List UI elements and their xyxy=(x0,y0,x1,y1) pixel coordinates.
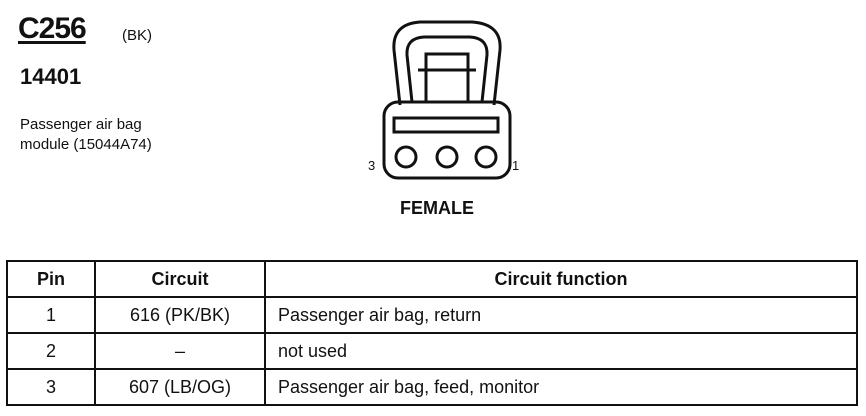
pin-cell: 1 xyxy=(6,296,96,334)
table-row: 3 607 (LB/OG) Passenger air bag, feed, m… xyxy=(6,368,858,406)
pin-cell: 3 xyxy=(6,368,96,406)
header-circuit: Circuit xyxy=(94,260,266,298)
pin-3-socket xyxy=(394,145,418,169)
pin-table: Pin Circuit Circuit function 1 616 (PK/B… xyxy=(6,260,858,406)
function-cell: Passenger air bag, return xyxy=(264,296,858,334)
part-number: 14401 xyxy=(20,64,82,89)
circuit-cell: 616 (PK/BK) xyxy=(94,296,266,334)
pin-1-label: 1 xyxy=(512,158,520,173)
color-code: (BK) xyxy=(122,27,152,44)
pin-cell: 2 xyxy=(6,332,96,370)
header-pin: Pin xyxy=(6,260,96,298)
pin-3-label: 3 xyxy=(368,158,376,173)
circuit-cell: – xyxy=(94,332,266,370)
description-line-1: Passenger air bag xyxy=(20,116,142,133)
function-cell: not used xyxy=(264,332,858,370)
table-row: 1 616 (PK/BK) Passenger air bag, return xyxy=(6,296,858,334)
table-header-row: Pin Circuit Circuit function xyxy=(6,260,858,298)
key-slot xyxy=(392,116,500,134)
connector-body xyxy=(382,100,512,180)
connector-gender: FEMALE xyxy=(400,198,474,218)
header-circuit-function: Circuit function xyxy=(264,260,858,298)
connector-diagram xyxy=(382,20,512,180)
latch-tab xyxy=(424,52,470,104)
connector-description: Passenger air bag module (15044A74) xyxy=(20,115,152,155)
function-cell: Passenger air bag, feed, monitor xyxy=(264,368,858,406)
latch-outer xyxy=(392,20,502,106)
pin-1-socket xyxy=(474,145,498,169)
circuit-cell: 607 (LB/OG) xyxy=(94,368,266,406)
pin-2-socket xyxy=(435,145,459,169)
table-row: 2 – not used xyxy=(6,332,858,370)
connector-id: C256 xyxy=(18,12,87,45)
description-line-2: module (15044A74) xyxy=(20,136,152,153)
latch-inner xyxy=(405,35,489,103)
